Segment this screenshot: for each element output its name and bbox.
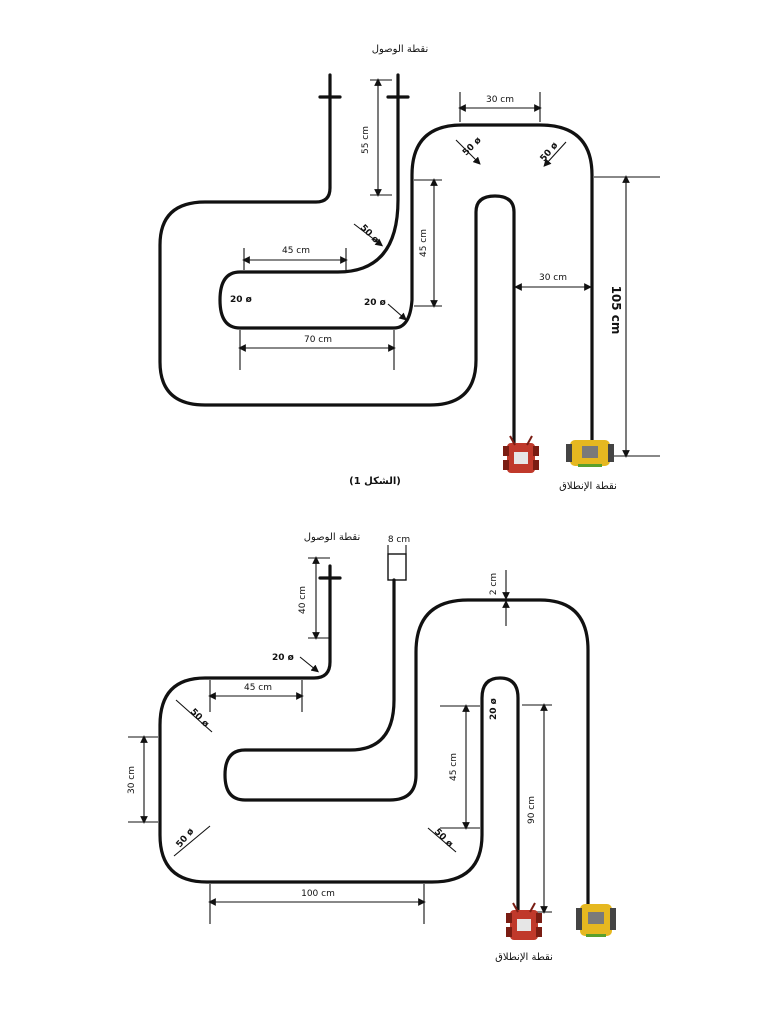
fig1-caption: (الشكل 1) <box>349 476 401 487</box>
fig2-label-45b: 45 cm <box>449 753 459 781</box>
fig1-label-105: 105 cm <box>609 286 623 335</box>
fig1-inner-track <box>218 73 594 457</box>
fig1-radius-arrow-right <box>543 141 567 167</box>
figure-1: نقطة الوصول 30 cm 50 ø 50 ø 55 cm 50 ø 4… <box>158 44 660 492</box>
fig2-radius-arrow-r50-mid <box>427 827 457 853</box>
fig2-start-label: نقطة الإنطلاق <box>495 952 553 963</box>
fig2-arrival-label: نقطة الوصول <box>304 532 361 543</box>
fig1-label-r20-left: 20 ø <box>230 295 252 305</box>
fig2-radius-arrow-r20-top <box>299 656 319 673</box>
fig2-label-45a: 45 cm <box>244 683 272 693</box>
fig1-label-55: 55 cm <box>361 126 371 154</box>
fig2-outer-track <box>158 564 520 927</box>
fig2-label-30: 30 cm <box>127 766 137 794</box>
fig1-label-45b: 45 cm <box>419 229 429 257</box>
fig2-label-r50-mid: 50 ø <box>432 827 455 850</box>
fig1-label-top-width: 30 cm <box>486 95 514 105</box>
fig2-label-8: 8 cm <box>388 535 410 545</box>
fig1-label-45a: 45 cm <box>282 246 310 256</box>
fig2-red-robot <box>506 902 542 940</box>
fig1-start-label: نقطة الإنطلاق <box>559 481 617 492</box>
fig2-label-90: 90 cm <box>527 796 537 824</box>
fig2-inner-track <box>223 578 590 910</box>
fig1-label-r50-left: 50 ø <box>461 136 484 159</box>
fig1-radius-arrow-r20 <box>387 303 407 321</box>
fig1-radius-arrow-mid <box>353 223 384 247</box>
fig2-label-100: 100 cm <box>301 889 335 899</box>
fig1-label-70: 70 cm <box>304 335 332 345</box>
fig2-label-40: 40 cm <box>298 586 308 614</box>
fig1-outer-track <box>158 73 516 464</box>
fig1-label-30: 30 cm <box>539 273 567 283</box>
fig2-radius-arrow-r50-bottom <box>173 825 211 857</box>
fig1-label-r20-mid: 20 ø <box>364 298 386 308</box>
fig2-label-r20-top: 20 ø <box>272 653 294 663</box>
fig2-label-r20-inner: 20 ø <box>489 698 499 720</box>
fig2-yellow-robot <box>576 904 616 937</box>
fig1-radius-arrow-left <box>455 139 481 165</box>
fig1-yellow-robot <box>566 440 614 467</box>
fig2-radius-arrow-r50-left <box>175 699 213 733</box>
fig1-arrival-label: نقطة الوصول <box>372 44 429 55</box>
fig2-label-r50-left: 50 ø <box>188 707 211 730</box>
fig2-gate <box>387 553 407 581</box>
figure-2: 8 cm نقطة الوصول 40 cm 20 ø 45 cm 2 cm 5… <box>127 532 616 963</box>
fig1-red-robot <box>503 435 539 473</box>
fig2-label-2: 2 cm <box>489 573 499 595</box>
